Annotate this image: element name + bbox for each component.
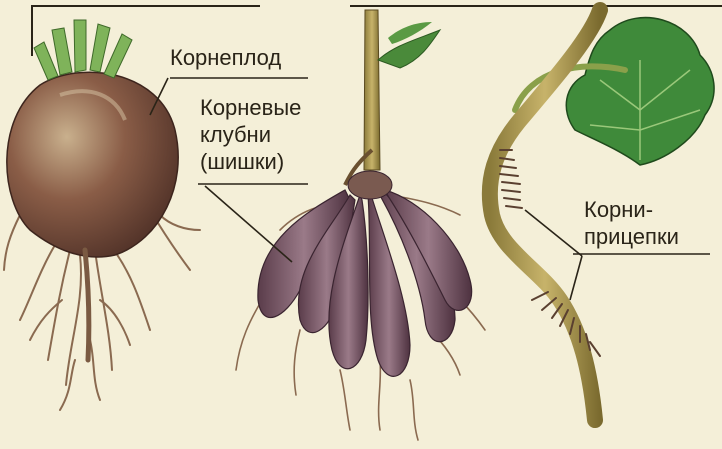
label-clinging-roots: Корни- прицепки bbox=[584, 196, 679, 250]
label-root-crop: Корнеплод bbox=[170, 44, 281, 71]
label-clinging-roots-line-1: Корни- bbox=[584, 196, 679, 223]
label-root-tubers-line-1: Корневые bbox=[200, 94, 301, 121]
label-clinging-roots-line-2: прицепки bbox=[584, 223, 679, 250]
label-root-tubers: Корневые клубни (шишки) bbox=[200, 94, 301, 175]
root-tubers-illustration bbox=[236, 10, 485, 440]
label-root-tubers-line-2: клубни bbox=[200, 121, 301, 148]
label-root-tubers-line-3: (шишки) bbox=[200, 148, 301, 175]
